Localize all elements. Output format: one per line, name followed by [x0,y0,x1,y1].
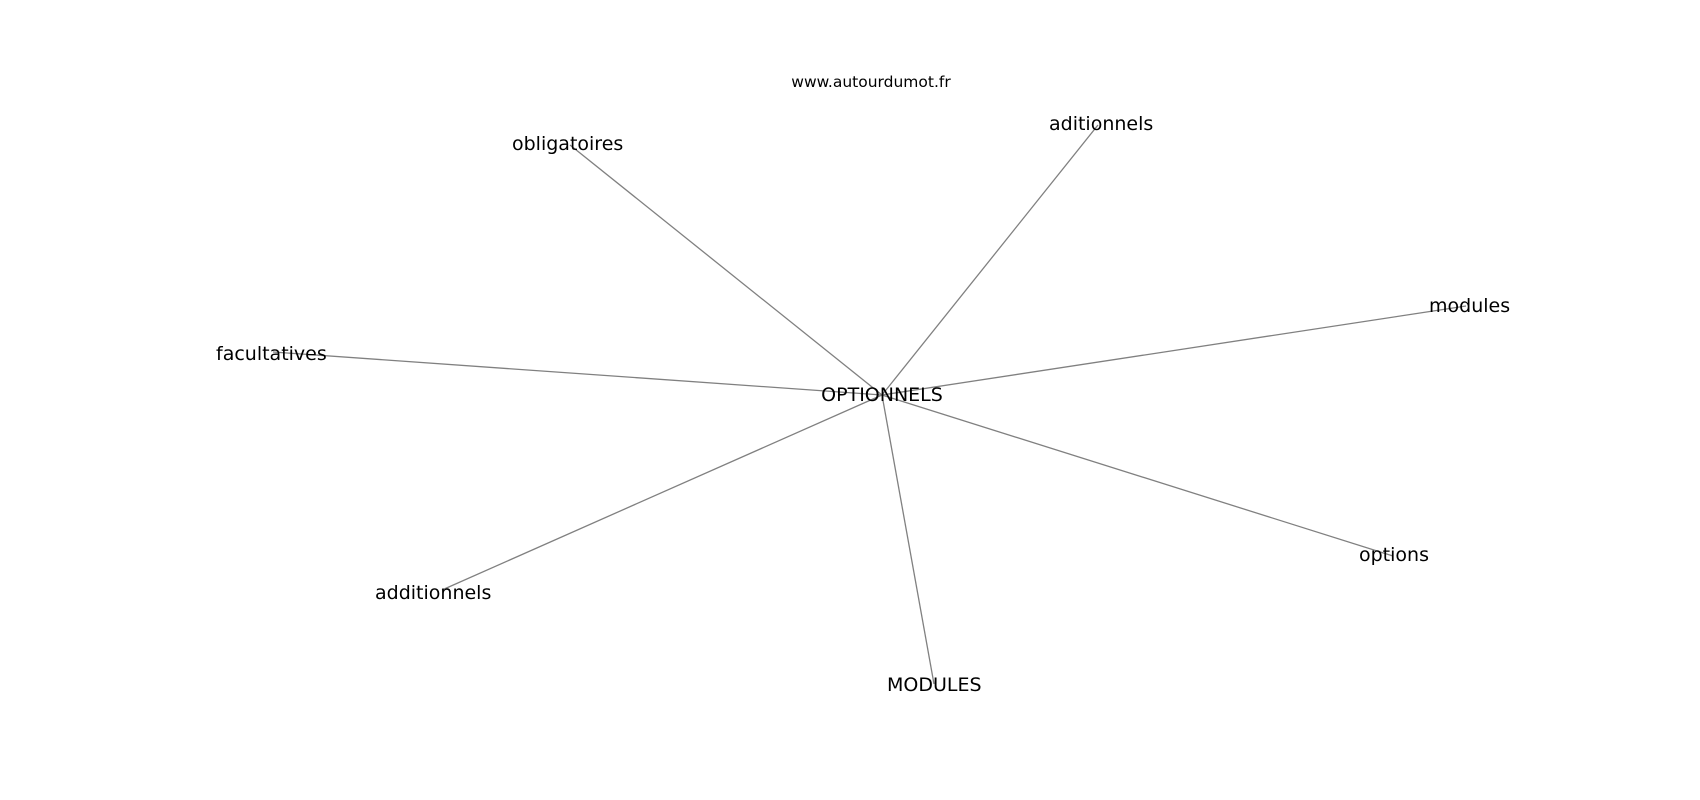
graph-labels: www.autourdumot.fr OPTIONNELS aditionnel… [216,73,1510,696]
graph-edges [272,124,1467,685]
edge-additionnels [441,394,883,591]
edge-aditionnels [881,124,1099,396]
edge-obligatoires [569,144,883,396]
node-center[interactable]: OPTIONNELS [821,384,943,406]
node-MODULES[interactable]: MODULES [887,674,982,696]
node-aditionnels[interactable]: aditionnels [1049,113,1153,135]
edge-modules [881,305,1467,396]
node-facultatives[interactable]: facultatives [216,343,327,365]
node-modules[interactable]: modules [1429,295,1510,317]
node-additionnels[interactable]: additionnels [375,582,491,604]
site-credit: www.autourdumot.fr [791,73,951,91]
node-obligatoires[interactable]: obligatoires [512,133,623,155]
edge-facultatives [272,351,883,396]
node-options[interactable]: options [1359,544,1429,566]
edge-options [881,394,1394,557]
edge-MODULES [881,394,935,685]
